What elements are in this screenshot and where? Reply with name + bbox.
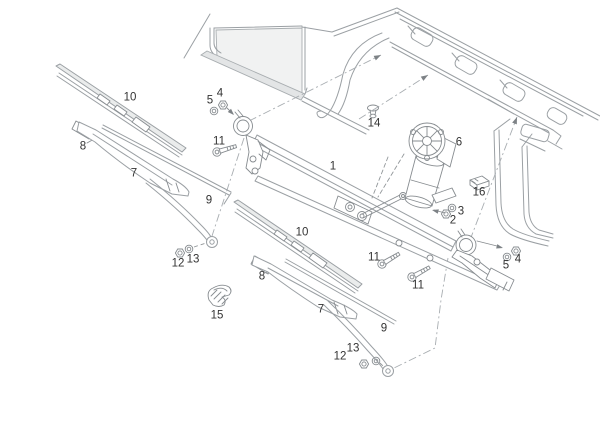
callout-11: 11 (368, 251, 380, 264)
cowl-panel (389, 7, 600, 152)
wiper-set-lower (233, 199, 397, 377)
leader-arrows (226, 107, 503, 249)
linkage-frame (251, 134, 501, 291)
motor-fan-spokes (412, 126, 442, 156)
mount-tab-hole (426, 254, 434, 262)
callout-14: 14 (367, 117, 381, 130)
wiper-blade-upper (55, 63, 187, 158)
callout-9: 9 (380, 322, 388, 335)
cowl-vent-hole (502, 82, 526, 102)
header-rail (301, 7, 400, 37)
wiper-arm-rod-lower (284, 258, 397, 377)
callout-13: 13 (346, 342, 360, 355)
callout-5: 5 (502, 259, 510, 272)
callout-7: 7 (130, 167, 138, 180)
callout-10: 10 (123, 91, 137, 104)
callout-7: 7 (317, 303, 325, 316)
callout-11: 11 (213, 135, 225, 148)
projection-lines (211, 54, 518, 370)
leader-13-lower (379, 362, 386, 369)
callout-8: 8 (79, 140, 87, 153)
rear-window-glass (200, 25, 308, 101)
callout-5: 5 (206, 94, 214, 107)
wiper-motor (371, 122, 457, 209)
callout-11: 11 (412, 279, 424, 292)
side-frame-bands (493, 118, 554, 247)
linkage-center-mount (333, 192, 407, 225)
callout-8: 8 (258, 270, 266, 283)
wiper-arm-rod-upper (101, 124, 232, 248)
callout-10: 10 (295, 226, 309, 239)
callout-15: 15 (210, 309, 224, 322)
connector-16 (469, 175, 490, 191)
callout-16: 16 (472, 186, 486, 199)
wiper-arm-upper (76, 121, 190, 197)
pivot-left (233, 109, 271, 175)
callout-3: 3 (457, 205, 465, 218)
a-pillar-curve (316, 32, 390, 119)
body-sill-line (301, 96, 370, 135)
callout-6: 6 (455, 136, 463, 149)
cowl-vent-hole (546, 107, 568, 125)
callout-2: 2 (449, 214, 457, 227)
roof-edge-line (183, 13, 211, 59)
cowl-end-bracket (520, 123, 550, 143)
cowl-vent-hole (454, 55, 478, 75)
callout-9: 9 (205, 194, 213, 207)
wiper-blade-lower (233, 199, 363, 294)
mount-tab-hole (395, 239, 403, 247)
callout-13: 13 (186, 253, 200, 266)
callout-4: 4 (514, 253, 522, 266)
pivot-right (451, 228, 515, 292)
callout-12: 12 (333, 350, 347, 363)
clip-15 (207, 284, 232, 307)
callout-1: 1 (329, 160, 337, 173)
leader-13-upper (193, 242, 207, 248)
wiper-set-upper (55, 63, 232, 248)
callout-4: 4 (216, 87, 224, 100)
clip-14 (367, 104, 379, 119)
callout-12: 12 (171, 257, 185, 270)
